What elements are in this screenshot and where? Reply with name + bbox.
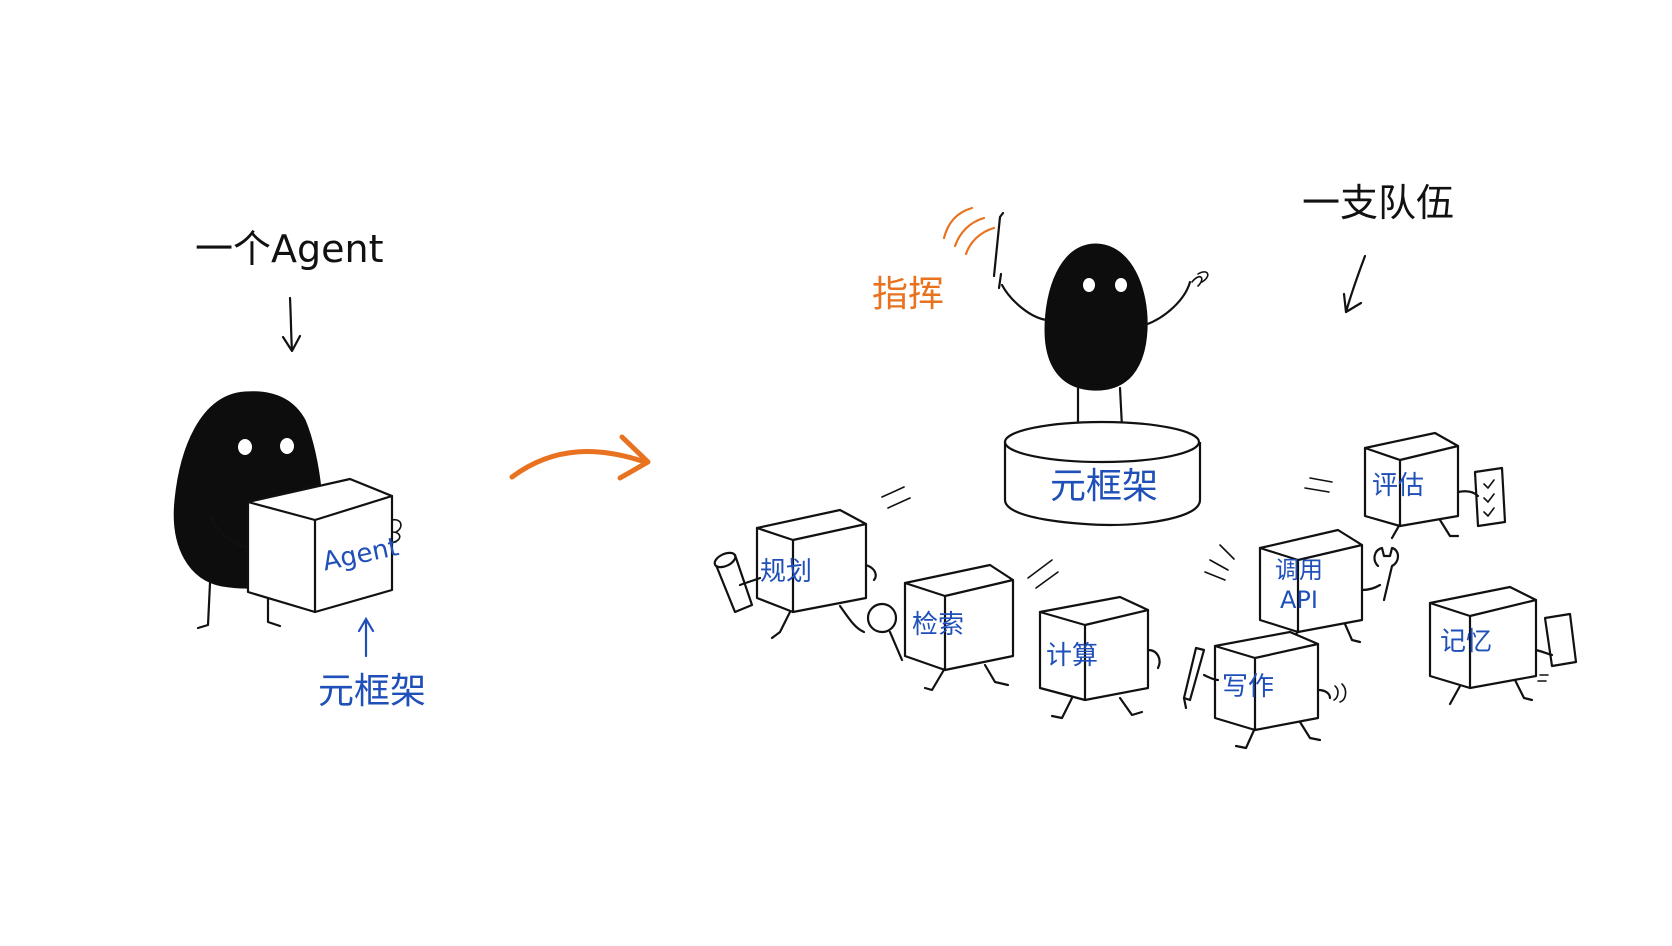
conductor-right-eye — [1115, 278, 1127, 292]
conductor-left-eye — [1083, 278, 1095, 292]
single-agent-label: 一个Agent — [195, 227, 383, 271]
team-group-label: 一支队伍 — [1302, 181, 1454, 314]
team-member-label-line2: API — [1280, 586, 1318, 614]
pen-icon — [1182, 646, 1206, 710]
team-member-label: 规划 — [760, 557, 812, 587]
wrench-icon — [1373, 546, 1400, 602]
conductor-label: 指挥 — [872, 274, 944, 315]
meta-framework-pedestal-label: 元框架 — [1050, 466, 1158, 507]
clipboard-icon — [1473, 466, 1507, 528]
agent-cube: Agent — [246, 477, 402, 614]
team-member-evaluate: 评估 — [1304, 431, 1507, 540]
team-label: 一支队伍 — [1302, 181, 1454, 225]
baton-icon — [992, 211, 1005, 278]
meta-framework-up-arrow — [357, 616, 375, 658]
team-member-label: 记忆 — [1440, 627, 1492, 657]
left-eye — [238, 439, 252, 455]
transition-arrow — [509, 434, 651, 481]
magnifier-icon — [866, 602, 904, 662]
right-eye — [280, 438, 294, 454]
conductor-character — [1000, 243, 1209, 432]
phone-icon — [1543, 612, 1578, 668]
team-member-call-api: 调用 API — [1204, 528, 1400, 647]
team-member-label: 检索 — [912, 610, 964, 640]
team-member-writing: 写作 — [1182, 630, 1347, 750]
team-member-memory: 记忆 — [1428, 585, 1578, 706]
team-member-label: 调用 — [1275, 556, 1323, 584]
team-member-planning: 规划 — [713, 486, 911, 640]
scroll-icon — [713, 551, 754, 614]
single-agent-down-arrow — [281, 296, 302, 353]
team-member-label: 写作 — [1222, 672, 1274, 702]
team-member-label: 计算 — [1046, 641, 1098, 671]
meta-framework-left-label: 元框架 — [318, 671, 426, 712]
team-member-compute: 计算 — [1027, 559, 1161, 720]
baton-sound-waves-icon — [942, 206, 996, 256]
team-member-label: 评估 — [1372, 471, 1424, 501]
meta-framework-pedestal: 元框架 — [1003, 420, 1202, 527]
single-agent-group: 一个Agent Agent 元框架 — [173, 227, 426, 712]
conductor-group: 指挥 元框架 — [872, 206, 1209, 527]
team-member-retrieval: 检索 — [866, 563, 1015, 692]
